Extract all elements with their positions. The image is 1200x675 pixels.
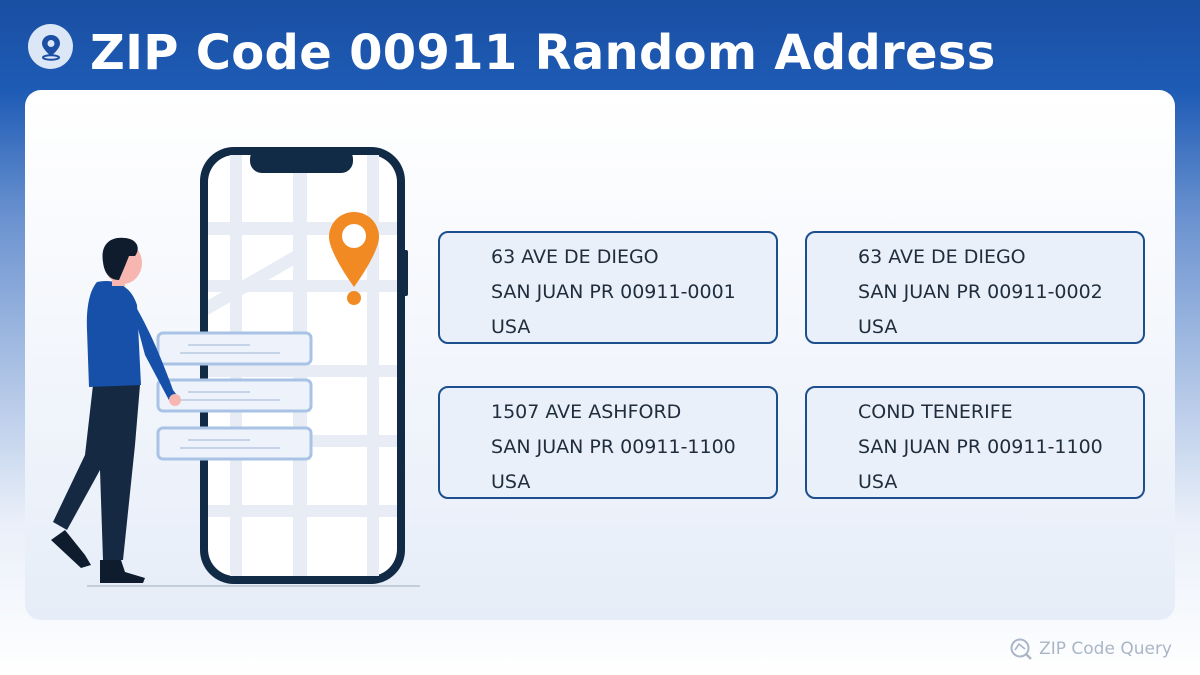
address-country: USA	[858, 471, 898, 493]
address-city-line: SAN JUAN PR 00911-1100	[491, 436, 736, 458]
address-city-line: SAN JUAN PR 00911-1100	[858, 436, 1103, 458]
brand-name: ZIP Code Query	[1039, 639, 1172, 659]
address-card: 63 AVE DE DIEGO SAN JUAN PR 00911-0001 U…	[438, 231, 778, 344]
address-street: 63 AVE DE DIEGO	[858, 246, 1026, 268]
address-city-line: SAN JUAN PR 00911-0002	[858, 281, 1103, 303]
zip-code-query-logo-icon	[1010, 638, 1032, 660]
address-street: 1507 AVE ASHFORD	[491, 401, 682, 423]
address-country: USA	[858, 316, 898, 338]
location-pin-icon	[28, 24, 73, 69]
address-street: COND TENERIFE	[858, 401, 1013, 423]
address-card: COND TENERIFE SAN JUAN PR 00911-1100 USA	[805, 386, 1145, 499]
phone-map-illustration	[45, 140, 425, 595]
page-title: ZIP Code 00911 Random Address	[90, 25, 996, 81]
address-card: 1507 AVE ASHFORD SAN JUAN PR 00911-1100 …	[438, 386, 778, 499]
brand-watermark[interactable]: ZIP Code Query	[1010, 638, 1172, 660]
address-card: 63 AVE DE DIEGO SAN JUAN PR 00911-0002 U…	[805, 231, 1145, 344]
address-street: 63 AVE DE DIEGO	[491, 246, 659, 268]
address-city-line: SAN JUAN PR 00911-0001	[491, 281, 736, 303]
address-country: USA	[491, 471, 531, 493]
header: ZIP Code 00911 Random Address	[0, 0, 1200, 100]
address-country: USA	[491, 316, 531, 338]
